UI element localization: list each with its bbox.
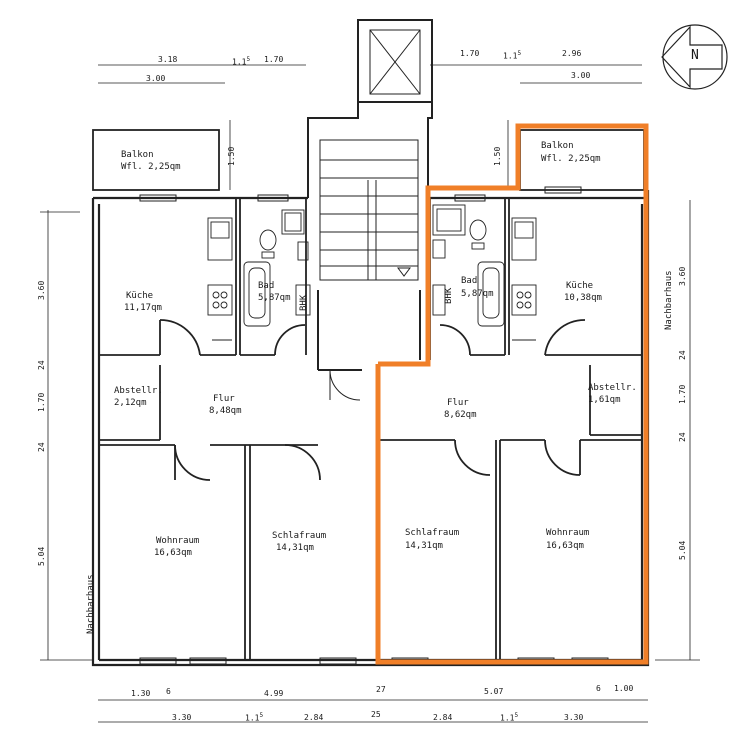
storage-right-area: 1,61qm (588, 395, 621, 405)
storage-left-name: Abstellr. (114, 386, 163, 396)
kitchen-right-area: 10,38qm (564, 293, 602, 303)
living-left-name: Wohnraum (156, 536, 200, 546)
dim-top-r1: 1.70 (460, 49, 480, 58)
dim-bottom-a3: 4.99 (264, 689, 284, 698)
dim-bottom-b3: 2.84 (304, 713, 324, 722)
hall-left-name: Flur (213, 394, 235, 404)
bath-right-name: Bad (461, 276, 478, 286)
dim-bottom-a2: 6 (166, 687, 171, 696)
stairwell (307, 19, 433, 401)
dim-balcony-right: 1.50 (493, 146, 502, 166)
balcony-left-outline (92, 129, 220, 191)
dim-bottom-b2: 1.15 (245, 712, 264, 723)
outer-walls (91, 190, 650, 667)
hall-left-area: 8,48qm (209, 406, 242, 416)
interior-walls-right (380, 198, 642, 660)
dim-bottom-b7: 3.30 (564, 713, 584, 722)
bedroom-left-name: Schlafraum (272, 531, 327, 541)
dim-bottom-a1: 1.30 (131, 689, 151, 698)
dim-bottom-b1: 3.30 (172, 713, 192, 722)
bedroom-right-area: 14,31qm (405, 541, 443, 551)
dim-top-l1: 3.18 (158, 55, 178, 64)
kitchen-left-area: 11,17qm (124, 303, 162, 313)
dim-bottom-a4: 27 (376, 685, 386, 694)
bedroom-right-name: Schlafraum (405, 528, 460, 538)
dim-right-d3: 1.70 (678, 384, 687, 404)
balcony-left-name: Balkon (121, 150, 154, 160)
dim-left-d2: 24 (37, 360, 46, 370)
storage-right-name: Abstellr. (588, 383, 637, 393)
bedroom-left-area: 14,31qm (276, 543, 314, 553)
dim-bottom-a5: 5.07 (484, 687, 504, 696)
bath-right-area: 5,87qm (461, 289, 494, 299)
dim-bottom-b4: 25 (371, 710, 381, 719)
dim-right-d2: 24 (678, 350, 687, 360)
dim-top-r3: 2.96 (562, 49, 582, 58)
hall-right-area: 8,62qm (444, 410, 477, 420)
bath-left-name: Bad (258, 281, 275, 291)
dim-top-l2: 1.15 (232, 56, 251, 67)
bhk-left-label: BHK (299, 294, 309, 311)
dim-left-d4: 24 (37, 442, 46, 452)
neighbor-house-right: Nachbarhaus (664, 270, 674, 330)
highlighted-apartment-outline (375, 123, 649, 665)
kitchen-right-name: Küche (566, 281, 594, 291)
dim-bottom-a6: 6 (596, 684, 601, 693)
fixtures-right (432, 204, 537, 341)
dim-left-d1: 3.60 (37, 280, 46, 300)
bhk-right-label: BHK (444, 287, 454, 304)
dim-top-l3: 1.70 (264, 55, 284, 64)
dim-right-d5: 5.04 (678, 540, 687, 560)
dim-right-d1: 3.60 (678, 266, 687, 286)
dim-bottom-b5: 2.84 (433, 713, 453, 722)
hall-right-name: Flur (447, 398, 469, 408)
compass-arrow-icon (661, 24, 728, 90)
balcony-left-area: Wfl. 2,25qm (121, 162, 181, 172)
balcony-right-area: Wfl. 2,25qm (541, 154, 601, 164)
dim-top-l4: 3.00 (146, 74, 166, 83)
compass-label: N (691, 48, 699, 63)
dim-top-r4: 3.00 (571, 71, 591, 80)
dim-left-d3: 1.70 (37, 392, 46, 412)
dim-right-d4: 24 (678, 432, 687, 442)
living-right-name: Wohnraum (546, 528, 590, 538)
neighbor-house-left: Nachbarhaus (86, 574, 96, 634)
dim-bottom-a7: 1.00 (614, 684, 634, 693)
dim-top-r2: 1.15 (503, 50, 522, 61)
bath-left-area: 5,87qm (258, 293, 291, 303)
balcony-right-name: Balkon (541, 141, 574, 151)
dim-balcony-left: 1.50 (227, 146, 236, 166)
dimension-lines (40, 64, 700, 723)
kitchen-left-name: Küche (126, 291, 154, 301)
living-right-area: 16,63qm (546, 541, 584, 551)
dim-left-d5: 5.04 (37, 546, 46, 566)
storage-left-area: 2,12qm (114, 398, 147, 408)
interior-walls-left (99, 198, 321, 660)
living-left-area: 16,63qm (154, 548, 192, 558)
windows (139, 186, 609, 665)
dim-bottom-b6: 1.15 (500, 712, 519, 723)
fixtures-left (207, 209, 311, 341)
